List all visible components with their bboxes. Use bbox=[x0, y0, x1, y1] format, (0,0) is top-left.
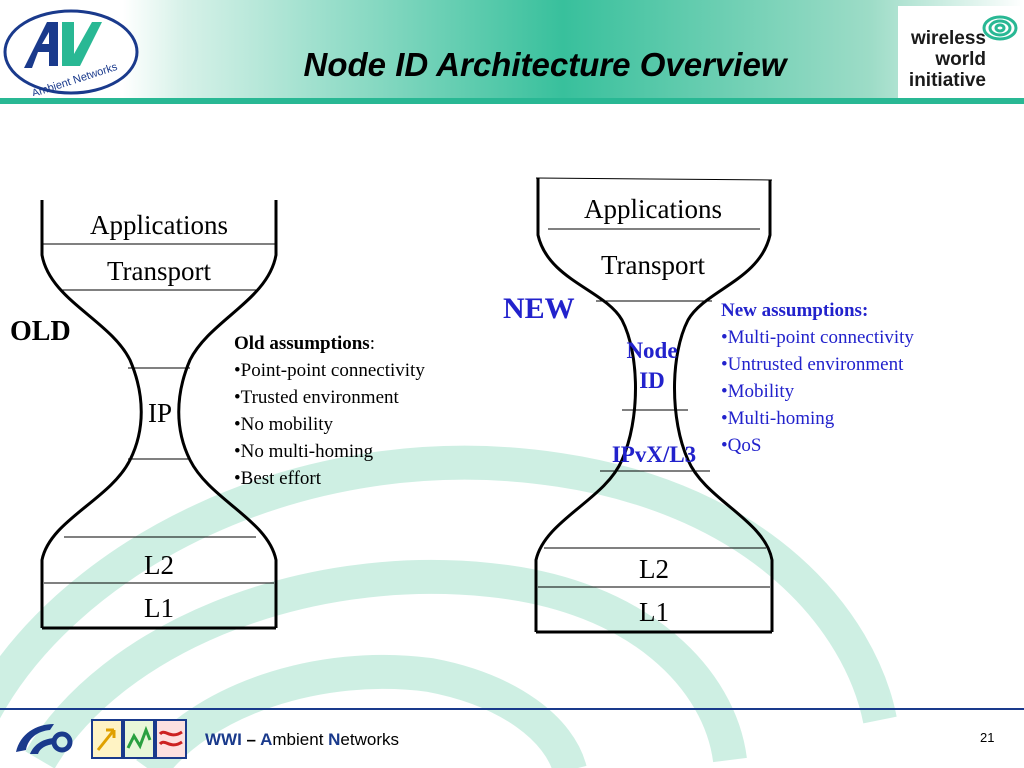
new-assumptions-heading: New assumptions: bbox=[721, 300, 869, 321]
old-assumptions-colon: : bbox=[369, 333, 375, 354]
old-hourglass-dividers bbox=[42, 243, 276, 584]
eu-fp6-logo bbox=[16, 724, 73, 754]
new-l1-label: L1 bbox=[639, 597, 669, 627]
footer-mbient: mbient bbox=[272, 730, 329, 749]
wwi-logo bbox=[898, 6, 1020, 98]
new-applications-label: Applications bbox=[584, 194, 722, 224]
new-node-id-line-2: ID bbox=[639, 368, 665, 393]
ambient-networks-logo: Ambient Networks bbox=[3, 9, 139, 96]
old-assumptions-heading-row: Old assumptions: bbox=[234, 330, 425, 357]
footer-wwi: WWI bbox=[205, 730, 242, 749]
wwi-line-1: wireless bbox=[911, 28, 986, 49]
new-assumption-item: •Untrusted environment bbox=[721, 354, 904, 375]
footer-etworks: etworks bbox=[340, 730, 399, 749]
new-assumptions: New assumptions: •Multi-point connectivi… bbox=[721, 297, 914, 459]
page-title: Node ID Architecture Overview bbox=[303, 46, 787, 83]
new-node-id-line-1: Node bbox=[626, 338, 678, 363]
footer-title: WWI – Ambient Networks bbox=[205, 730, 399, 750]
new-assumption-item: •Multi-homing bbox=[721, 408, 835, 429]
wwi-line-2: world bbox=[935, 49, 986, 70]
old-assumption-item: •Best effort bbox=[234, 468, 322, 489]
footer-n: N bbox=[328, 730, 341, 749]
old-ip-label: IP bbox=[147, 398, 172, 428]
new-ipvx-label: IPvX/L3 bbox=[611, 442, 697, 467]
old-assumption-item: •Point-point connectivity bbox=[234, 360, 425, 381]
wwi-logo-text: wireless world initiative bbox=[900, 28, 986, 91]
new-l2-label: L2 bbox=[639, 554, 669, 584]
old-assumptions-heading: Old assumptions bbox=[234, 333, 370, 354]
old-tag: OLD bbox=[10, 316, 71, 347]
old-assumption-item: •No multi-homing bbox=[234, 441, 374, 462]
old-transport-label: Transport bbox=[106, 256, 212, 286]
new-hourglass-dividers bbox=[535, 177, 773, 588]
header-banner bbox=[0, 0, 1024, 104]
new-node-id-label: Node ID bbox=[612, 336, 692, 396]
footer-dash: – bbox=[241, 730, 261, 749]
old-applications-label: Applications bbox=[90, 210, 228, 240]
new-assumption-item: •Multi-point connectivity bbox=[721, 327, 914, 348]
new-assumption-item: •Mobility bbox=[721, 381, 795, 402]
old-l2-label: L2 bbox=[144, 550, 174, 580]
old-assumption-item: •No mobility bbox=[234, 414, 334, 435]
old-hourglass-outline bbox=[40, 200, 278, 630]
footer-divider bbox=[0, 708, 1024, 710]
new-transport-label: Transport bbox=[600, 250, 706, 280]
new-tag: NEW bbox=[503, 292, 575, 325]
old-l1-label: L1 bbox=[144, 593, 174, 623]
wwi-line-3: initiative bbox=[908, 70, 986, 91]
new-hourglass-outline bbox=[534, 178, 774, 634]
wwi-projects-icons bbox=[91, 719, 187, 759]
old-assumptions: Old assumptions: •Point-point connectivi… bbox=[234, 330, 425, 492]
new-assumption-item: •QoS bbox=[721, 435, 762, 456]
page-number: 21 bbox=[980, 730, 995, 745]
old-assumption-item: •Trusted environment bbox=[234, 387, 399, 408]
footer-a: A bbox=[260, 730, 273, 749]
